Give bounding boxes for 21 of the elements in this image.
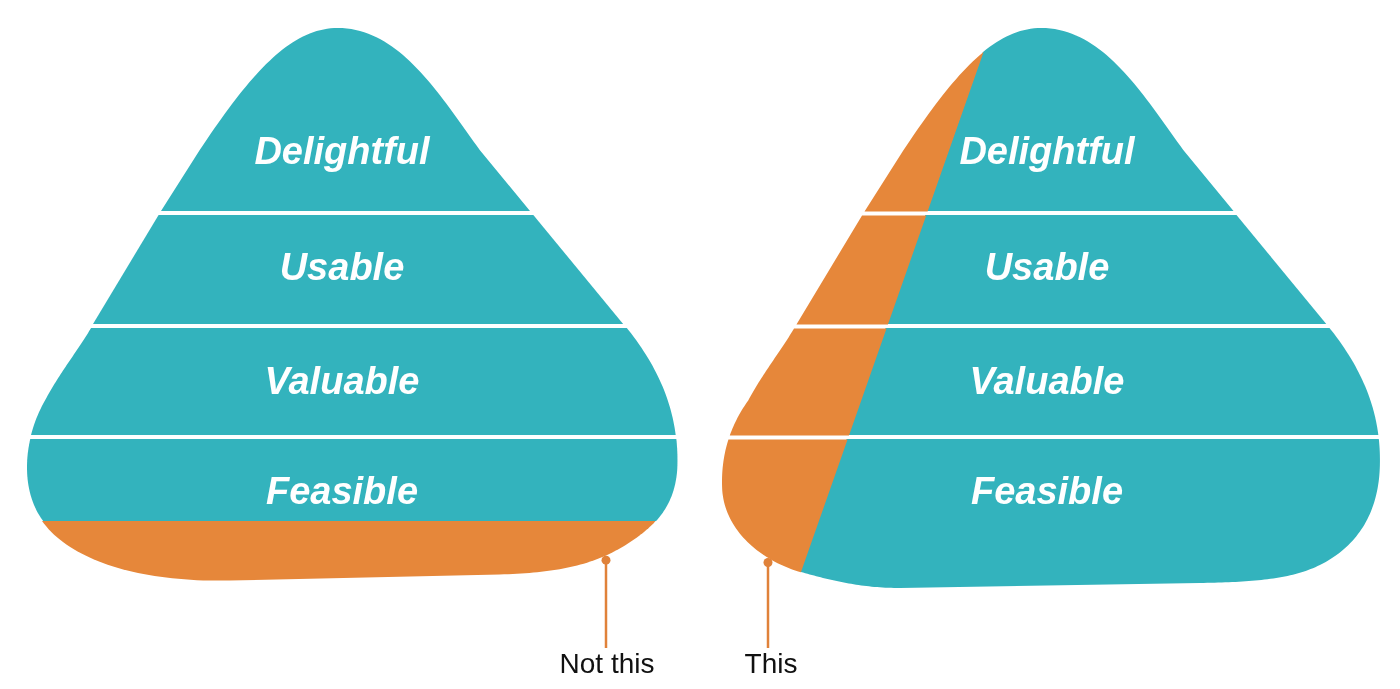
pyramid-tier	[848, 328, 1379, 435]
tier-label: Feasible	[265, 470, 418, 514]
tier-label: Valuable	[264, 360, 420, 404]
pyramid-tier	[26, 439, 678, 521]
pyramid-tier	[800, 439, 1381, 588]
callout-label: Not this	[559, 648, 655, 681]
tier-label: Usable	[279, 246, 405, 290]
tier-label: Feasible	[970, 470, 1123, 514]
base-band	[42, 520, 657, 581]
leader-line	[763, 558, 773, 648]
tier-label: Valuable	[969, 360, 1125, 404]
leader-line	[601, 555, 611, 648]
pyramid-tier	[161, 28, 531, 211]
pyramid-tier	[887, 215, 1327, 324]
pyramid-tier	[926, 28, 1234, 211]
tier-label: Usable	[984, 246, 1110, 290]
pyramid-tier	[30, 328, 676, 435]
callout-label: This	[744, 648, 798, 681]
pyramid-tier	[93, 215, 624, 324]
tier-label: Delightful	[959, 130, 1135, 174]
tier-label: Delightful	[254, 130, 430, 174]
